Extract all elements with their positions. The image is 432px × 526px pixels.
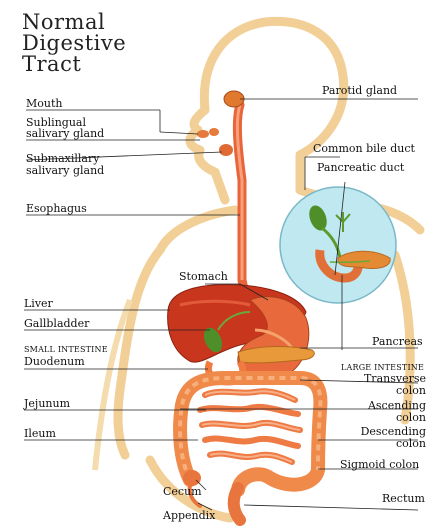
pancreas-shape: [238, 346, 314, 362]
label-ileum: Ileum: [24, 428, 56, 440]
label-parotid: Parotid gland: [322, 85, 397, 97]
label-ascending-line-2: colon: [396, 412, 426, 424]
label-appendix: Appendix: [163, 510, 215, 522]
label-liver: Liver: [24, 298, 53, 310]
rectum-shape: [234, 488, 240, 520]
title-line-1: Normal: [22, 12, 105, 33]
label-mouth: Mouth: [26, 98, 62, 110]
label-rectum: Rectum: [382, 493, 425, 505]
label-esophagus: Esophagus: [26, 203, 87, 215]
label-sigmoid: Sigmoid colon: [340, 459, 419, 471]
title-line-3: Tract: [22, 54, 81, 75]
label-descending-line-2: colon: [396, 438, 426, 450]
label-pancreas: Pancreas: [372, 336, 423, 348]
label-common-bile-duct: Common bile duct: [313, 143, 415, 155]
label-sublingual-line-2: salivary gland: [26, 128, 104, 140]
label-gallbladder: Gallbladder: [24, 318, 89, 330]
label-cecum: Cecum: [163, 486, 202, 498]
sublingual-gland: [197, 130, 209, 138]
label-duodenum: Duodenum: [24, 356, 85, 368]
cecum-shape: [183, 470, 201, 486]
submaxillary-gland: [219, 144, 233, 156]
label-stomach: Stomach: [179, 271, 228, 283]
label-submaxillary-line-2: salivary gland: [26, 165, 104, 177]
label-jejunum: Jejunum: [24, 398, 70, 410]
label-pancreatic-duct: Pancreatic duct: [317, 162, 404, 174]
title-line-2: Digestive: [22, 33, 126, 54]
label-transverse-line-2: colon: [396, 385, 426, 397]
